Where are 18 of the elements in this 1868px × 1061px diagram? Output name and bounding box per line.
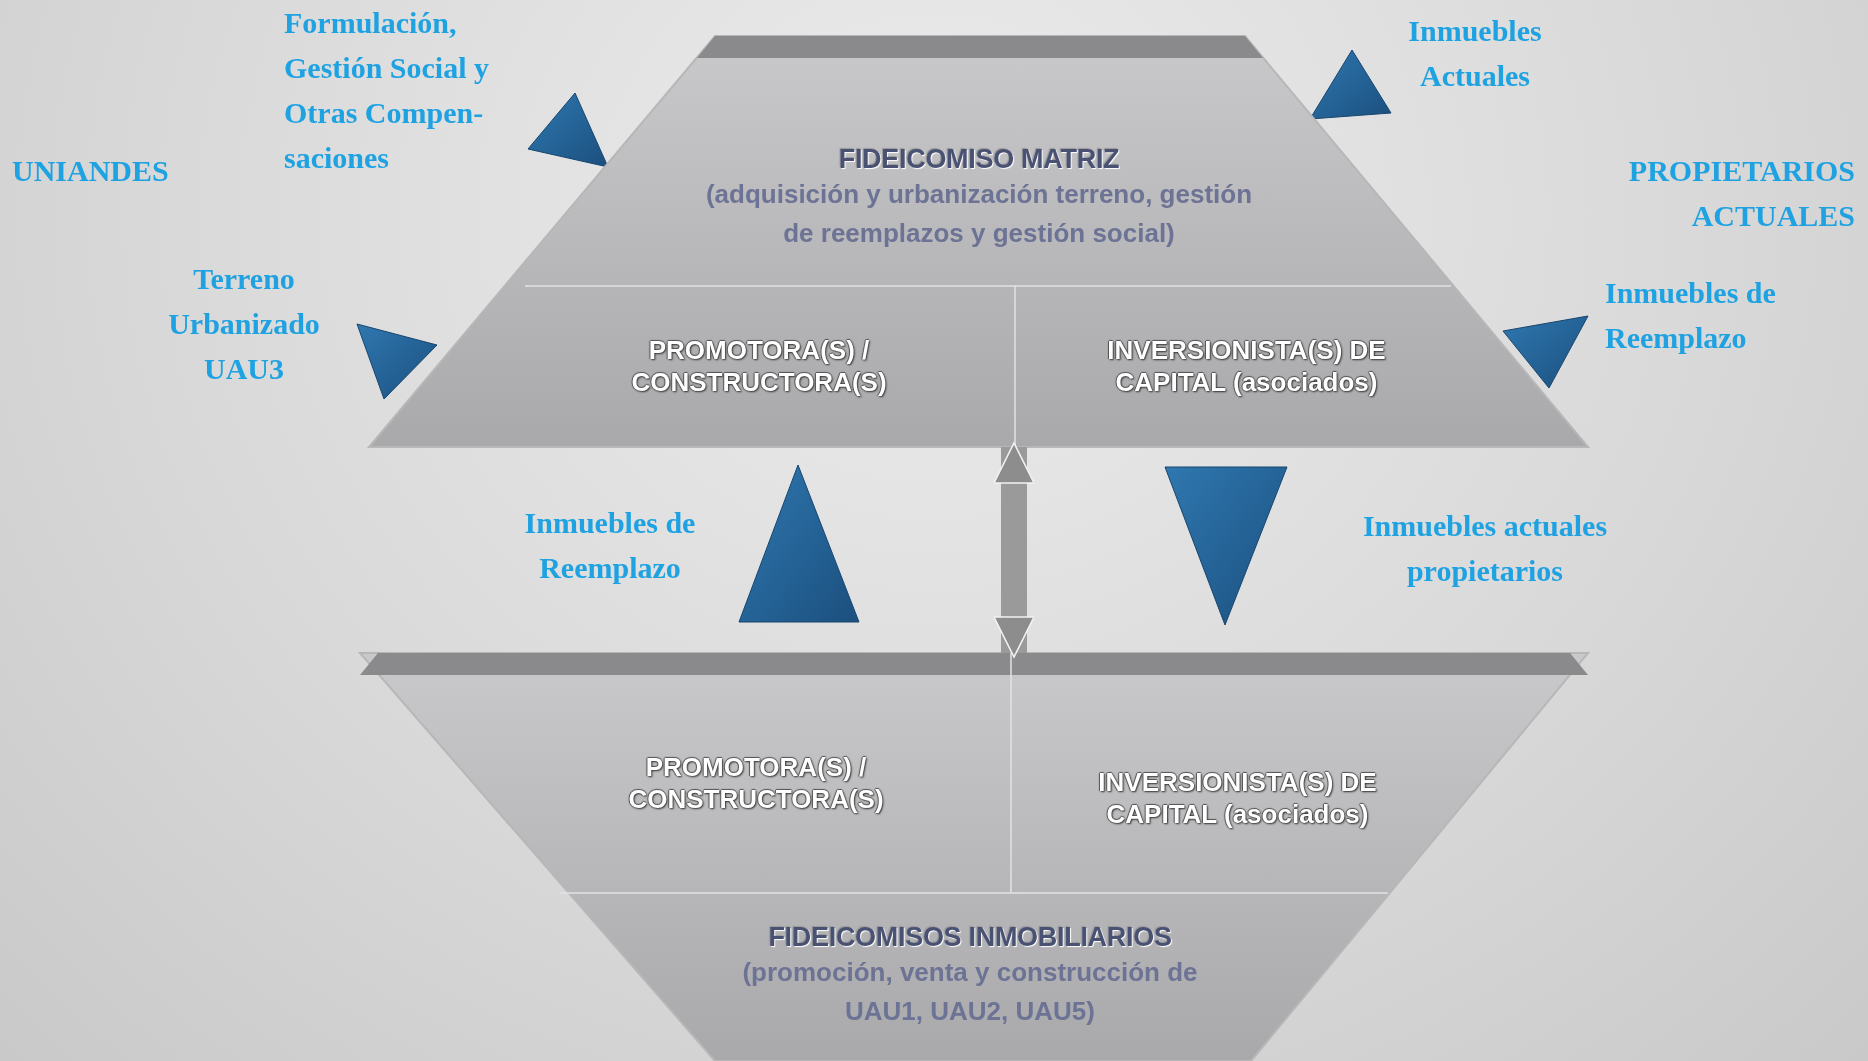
double-arrow	[993, 442, 1035, 658]
section-heading: FIDEICOMISO MATRIZ	[838, 143, 1120, 175]
section-description: (adquisición y urbanización terreno, gestión de reemplazos y gestión social)	[704, 177, 1254, 250]
section-title: PROMOTORA(S) / CONSTRUCTORA(S)	[627, 751, 885, 815]
section-title: INVERSIONISTA(S) DE CAPITAL (asociados)	[1097, 766, 1378, 830]
annotation-label: Inmuebles de Reemplazo	[1605, 275, 1777, 356]
annotation-label: Terreno Urbanizado UAU3	[167, 261, 321, 387]
section-title: INVERSIONISTA(S) DE CAPITAL (asociados)	[1106, 334, 1387, 398]
annotation-label: Formulación, Gestión Social y Otras Compen-saciones	[284, 5, 490, 176]
trapezoid-panel	[360, 653, 1588, 1061]
section-description: (promoción, venta y construcción de UAU1, UAU2, UAU5)	[741, 955, 1199, 1028]
annotation-label: PROPIETARIOS ACTUALES	[1627, 153, 1855, 234]
annotation-label: Inmuebles actuales propietarios	[1361, 508, 1609, 589]
annotation-label: Inmuebles de Reemplazo	[523, 505, 697, 586]
section-heading: FIDEICOMISOS INMOBILIARIOS	[768, 921, 1172, 953]
annotation-label: UNIANDES	[12, 153, 170, 189]
section-title: PROMOTORA(S) / CONSTRUCTORA(S)	[630, 334, 888, 398]
annotation-label: Inmuebles Actuales	[1407, 13, 1543, 94]
